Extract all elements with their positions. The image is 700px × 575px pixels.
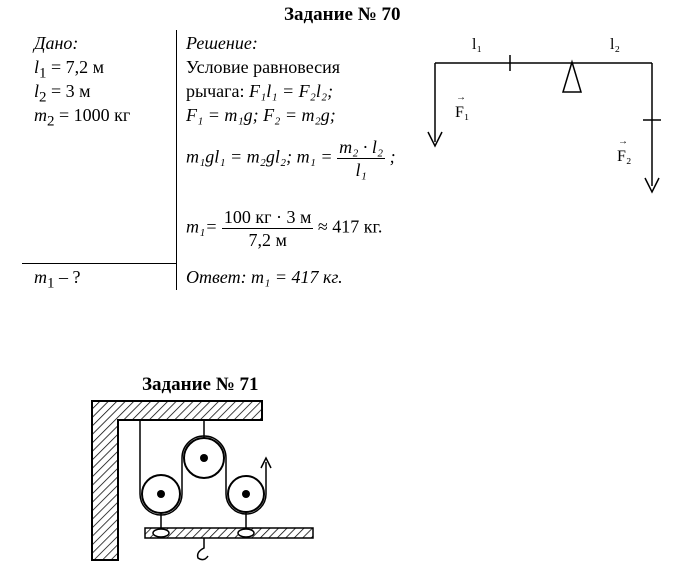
solution-line1: Условие равновесия [186,57,341,77]
given-l1: l1 = 7,2 м [34,56,104,85]
pulley-left-axle [157,490,165,498]
pulley-top-axle [200,454,208,462]
beam-attach-right [237,528,255,538]
m1-fraction-denominator: l₁ [355,160,367,180]
fulcrum-triangle [561,59,583,93]
solution-label: Решение: [186,33,258,53]
f1-label: F₁ [455,104,470,121]
solution-line4-end: ; [385,146,396,167]
given-divider-horizontal [22,263,177,264]
given-m2-sub: 2 [47,113,55,130]
answer-label: Ответ [186,267,241,287]
answer-text: : m₁ = 417 кг. [240,267,343,287]
solution-line5-left: m₁= [186,216,222,237]
given-l1-sub: 1 [39,65,47,82]
given-m2-value: = 1000 кг [54,105,131,125]
load-beam [144,527,314,539]
load-hook [196,538,209,561]
beam-attach-left [152,528,170,538]
f2-label: F₂ [617,148,632,165]
answer-line: Ответ: m₁ = 417 кг. [186,266,343,288]
find-m1-sub: 1 [47,275,55,292]
numeric-fraction-bar [221,228,314,229]
f1-arrowhead [427,131,443,148]
solution-line2: рычага: F₁l₁ = F₂l₂; [186,80,333,102]
given-l2-sub: 2 [39,89,47,106]
equilibrium-formula: F₁l₁ = F₂l₂; [249,81,334,101]
find-m1-sym: m [34,267,47,287]
given-m2: m2 = 1000 кг [34,104,130,133]
solution-line4: m₁gl₁ = m₂gl₂; m₁ = m₂ · l₂ l₁ ; [186,136,396,181]
solution-line4-left: m₁gl₁ = m₂gl₂; m₁ = [186,146,338,167]
solution-line2-prefix: рычага: [186,81,250,101]
given-label: Дано: [34,33,79,53]
task70-title: Задание № 70 [284,4,401,25]
f1-vector-mark: → [456,92,466,103]
f2-vector-mark: → [618,136,628,147]
given-l1-sym: l [34,57,40,77]
given-m2-sym: m [34,105,47,125]
given-l2-sym: l [34,81,40,101]
solution-line5: m₁= 100 кг · 3 м 7,2 м ≈ 417 кг. [186,206,382,251]
task71-title: Задание № 71 [142,374,259,395]
solution-line5-right: ≈ 417 кг. [313,216,383,237]
given-divider-vertical [176,30,177,290]
m1-fraction-numerator: m₂ · l₂ [339,137,384,157]
l1-label: l₁ [472,36,483,53]
f2-arrowhead [644,177,660,194]
numeric-fraction-denominator: 7,2 м [248,230,287,250]
given-l1-value: = 7,2 м [46,57,105,77]
pull-arrowhead [260,456,272,469]
m1-fraction: m₂ · l₂ l₁ [337,136,386,181]
solution-line3: F₁ = m₁g; F₂ = m₂g; [186,105,336,125]
lever-bar [434,55,661,186]
ceiling-and-wall [91,400,263,561]
pulley-right-axle [242,490,250,498]
find-m1: m1 – ? [34,266,81,295]
find-m1-rest: – ? [54,267,81,287]
m1-fraction-bar [337,158,386,159]
l2-label: l₂ [610,36,621,53]
numeric-fraction-numerator: 100 кг · 3 м [223,207,312,227]
given-l2-value: = 3 м [46,81,91,101]
numeric-fraction: 100 кг · 3 м 7,2 м [221,206,314,251]
given-l2: l2 = 3 м [34,80,91,109]
